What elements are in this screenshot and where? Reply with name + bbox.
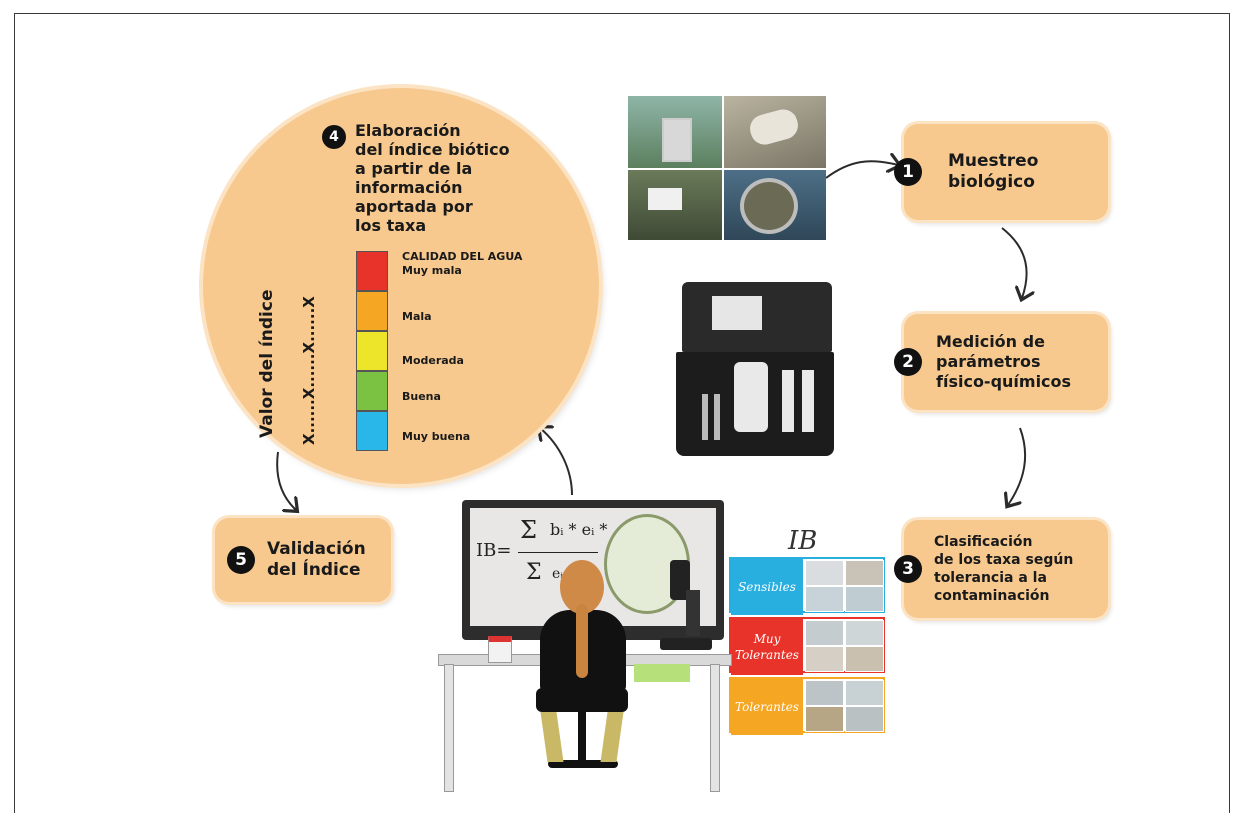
scale-label-muy-mala: Muy mala bbox=[402, 264, 462, 277]
scale-swatch-muy-mala bbox=[356, 251, 388, 291]
bottle-icon bbox=[802, 406, 814, 432]
ib-label-muy-tolerantes: Muy Tolerantes bbox=[731, 619, 803, 675]
arrow-monitor-to-step4 bbox=[540, 428, 573, 496]
tray-icon bbox=[648, 188, 682, 210]
arrow-step1-to-step2 bbox=[1001, 227, 1027, 298]
ib-label-tolerantes: Tolerantes bbox=[731, 679, 803, 735]
taxon-photo bbox=[805, 620, 844, 646]
arrow-step2-to-step3 bbox=[1008, 427, 1027, 505]
formula-lhs: IB= bbox=[476, 540, 512, 561]
taxon-photo bbox=[805, 646, 844, 672]
ib-classification-panel: Sensibles Muy Tolerantes Tolerantes bbox=[729, 557, 885, 735]
taxon-photo bbox=[845, 560, 884, 586]
step3-line3: tolerancia a la bbox=[934, 570, 1047, 586]
step2-box: 2 Medición de parámetros físico-químicos bbox=[894, 314, 1108, 410]
chair-post bbox=[578, 712, 586, 760]
step2-line3: físico-químicos bbox=[936, 372, 1072, 391]
microscope-icon bbox=[656, 560, 716, 652]
chair-seat bbox=[536, 688, 628, 712]
step1-number: 1 bbox=[894, 158, 922, 186]
formula-sigma-bottom: Σ bbox=[526, 560, 542, 585]
formula-denominator: eᵢ bbox=[552, 566, 564, 582]
step5-line1: Validación bbox=[267, 539, 366, 559]
ib-group-muy-tolerantes: Muy Tolerantes bbox=[729, 617, 885, 675]
step5-line2: del Índice bbox=[267, 560, 361, 580]
scale-swatch-mala bbox=[356, 291, 388, 331]
meter-device-icon bbox=[734, 362, 768, 432]
step3-line2: de los taxa según bbox=[934, 552, 1074, 568]
formula-fraction-line bbox=[518, 552, 598, 553]
sieve-icon bbox=[740, 178, 798, 234]
taxon-photo bbox=[805, 586, 844, 612]
taxon-photo bbox=[845, 646, 884, 672]
sampler-device-icon bbox=[662, 118, 692, 162]
step5-number: 5 bbox=[227, 546, 255, 574]
taxon-photo bbox=[845, 706, 884, 732]
scientist-braid bbox=[576, 604, 588, 678]
chair-base bbox=[548, 760, 618, 768]
step4-circle bbox=[203, 88, 599, 484]
step1-box: 1 Muestreo biológico bbox=[894, 124, 1108, 220]
desk-leg bbox=[444, 664, 454, 792]
taxon-photo bbox=[845, 620, 884, 646]
taxon-photo bbox=[845, 680, 884, 706]
step3-box: 3 Clasificación de los taxa según tolera… bbox=[894, 520, 1108, 618]
formula-sigma-top: Σ bbox=[520, 516, 537, 544]
sampling-photos-collage bbox=[628, 96, 826, 240]
step3-line4: contaminación bbox=[934, 588, 1050, 604]
scale-label-moderada: Moderada bbox=[402, 354, 464, 367]
scale-title: CALIDAD DEL AGUA bbox=[402, 250, 523, 263]
taxon-photo bbox=[805, 680, 844, 706]
sample-jar-icon bbox=[488, 636, 512, 663]
step3-number: 3 bbox=[894, 555, 922, 583]
bottle-icon bbox=[782, 406, 794, 432]
ib-group-tolerantes: Tolerantes bbox=[729, 677, 885, 735]
figure-frame bbox=[14, 13, 1230, 813]
step3-line1: Clasificación bbox=[934, 534, 1033, 550]
step2-line2: parámetros bbox=[936, 352, 1041, 371]
manual-icon bbox=[712, 296, 762, 330]
scale-label-buena: Buena bbox=[402, 390, 441, 403]
formula-numerator: bᵢ * eᵢ * bbox=[550, 520, 608, 539]
desk-leg bbox=[710, 664, 720, 792]
scale-label-mala: Mala bbox=[402, 310, 432, 323]
arrow-photos-to-step1 bbox=[825, 161, 898, 179]
ib-group-sensibles: Sensibles bbox=[729, 557, 885, 615]
scale-swatch-muy-buena bbox=[356, 411, 388, 451]
scale-label-muy-buena: Muy buena bbox=[402, 430, 471, 443]
probe-icon bbox=[702, 394, 708, 440]
taxon-photo bbox=[805, 706, 844, 732]
scale-swatch-buena bbox=[356, 371, 388, 411]
index-axis-marks: X......X......X......X bbox=[300, 296, 318, 445]
step4-number: 4 bbox=[322, 125, 346, 149]
index-axis-label: Valor del índice bbox=[257, 289, 277, 438]
step1-line2: biológico bbox=[948, 172, 1035, 192]
physchem-instrument-case bbox=[676, 282, 836, 462]
bottle-icon bbox=[802, 370, 814, 406]
bottle-icon bbox=[782, 370, 794, 406]
step5-box: 5 Validación del Índice bbox=[215, 518, 391, 602]
sticky-notes-icon bbox=[634, 664, 690, 682]
ib-label-sensibles: Sensibles bbox=[731, 559, 803, 615]
taxon-photo bbox=[805, 560, 844, 586]
scale-swatch-moderada bbox=[356, 331, 388, 371]
step2-line1: Medición de bbox=[936, 332, 1045, 351]
ib-title: IB bbox=[788, 526, 818, 556]
probe-icon bbox=[714, 394, 720, 440]
arrow-step4-to-step5 bbox=[276, 451, 296, 510]
taxon-photo bbox=[845, 586, 884, 612]
step1-line1: Muestreo bbox=[948, 151, 1039, 171]
step2-number: 2 bbox=[894, 348, 922, 376]
step4-text: Elaboración del índice biótico a partir … bbox=[355, 121, 510, 235]
